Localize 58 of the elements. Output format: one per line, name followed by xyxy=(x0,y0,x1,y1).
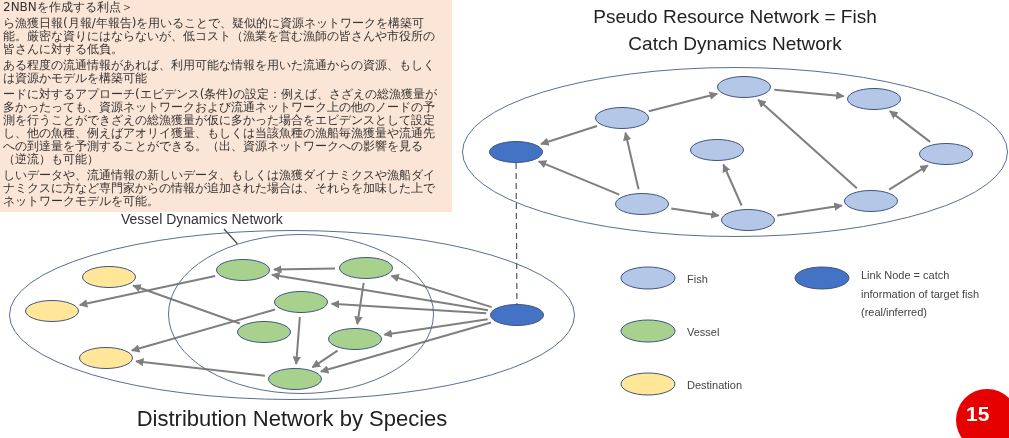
arrow xyxy=(757,98,858,190)
arrow xyxy=(78,274,217,308)
legend-label: Vessel xyxy=(687,325,720,340)
vessel-node xyxy=(274,291,328,313)
fish-node xyxy=(844,190,898,212)
vessel-node xyxy=(216,259,270,281)
arrow xyxy=(537,160,621,196)
vessel-node xyxy=(268,368,322,390)
fish-node xyxy=(919,143,973,165)
arrow xyxy=(271,271,489,312)
destination-node xyxy=(25,300,79,322)
arrow xyxy=(722,163,743,207)
arrow xyxy=(311,349,339,369)
notes-heading: 2NBNを作成する利点＞ xyxy=(3,1,134,14)
note-paragraph: ある程度の流通情報があれば、利用可能な情報を用いた流通からの資源、もしくは資源かモデルを構築可能 xyxy=(3,59,436,85)
vessel-node xyxy=(237,321,291,343)
note-paragraph: ら漁獲日報(月報/年報告)を用いることで、疑似的に資源ネットワークを構築可能。厳密な資りにはならないが、低コスト（漁業を営む漁師の皆さんや市役所の皆さんに対する低負。 xyxy=(3,17,436,56)
arrow xyxy=(292,316,301,365)
network-title: Distribution Network by Species xyxy=(135,405,449,433)
arrow xyxy=(390,274,493,309)
legend-label: Fish xyxy=(687,272,708,287)
vessel-node xyxy=(328,328,382,350)
arrow xyxy=(670,207,720,219)
fish-node xyxy=(847,88,901,110)
network-ellipse xyxy=(168,234,434,394)
arrow xyxy=(354,281,365,326)
fish-node xyxy=(615,193,669,215)
arrow xyxy=(888,164,929,191)
legend-label: Link Node = catch information of target fish (real/inferred) xyxy=(861,268,979,320)
arrow xyxy=(776,202,843,217)
fish-node xyxy=(721,209,775,231)
note-paragraph: しいデータや、流通情報の新しいデータ、もしくは漁獲ダイナミクスや漁船ダイナミクスに方など専門家からの情報が追加された場合は、それらを加味した上でネットワークモデルを可能。 xyxy=(3,169,436,208)
fish-node xyxy=(717,76,771,98)
link-node xyxy=(490,304,544,326)
arrow xyxy=(623,131,640,191)
destination-node xyxy=(79,347,133,369)
leader-line xyxy=(223,228,238,245)
arrow xyxy=(319,321,493,374)
page-number: 15 xyxy=(966,402,990,426)
arrow xyxy=(130,308,277,353)
arrow xyxy=(132,284,241,325)
fish-node xyxy=(690,139,744,161)
destination-node xyxy=(82,266,136,288)
arrow xyxy=(135,358,266,377)
arrow xyxy=(647,91,719,113)
arrow xyxy=(773,88,845,100)
arrow xyxy=(273,265,336,274)
arrow xyxy=(888,110,932,143)
link-node xyxy=(489,141,543,163)
vessel-node xyxy=(339,257,393,279)
fish-node xyxy=(595,107,649,129)
legend-label: Destination xyxy=(687,378,743,393)
network-title: Pseudo Resource Network = Fish Catch Dynamics Network xyxy=(592,5,878,56)
note-paragraph: ードに対するアプローチ(エビデンス(条件)の設定：例えば、さざえの総漁獲量が多かったっても、資源ネットワークおよび流通ネットワーク上の他のノードの予測を行うことができざえの総漁獲量が仮に多かった場合をエビデンスとして設定し、他の魚種、例えばアオリイ獲量、もしくは当該魚種の漁船毎漁獲量や流通先への到達量を予測することができる。（出、資源ネットワークへの影響を見る（逆流）も可能） xyxy=(3,88,439,166)
arrow xyxy=(330,300,488,315)
arrow xyxy=(540,125,598,146)
network-label: Vessel Dynamics Network xyxy=(121,209,331,229)
arrow xyxy=(383,318,489,338)
